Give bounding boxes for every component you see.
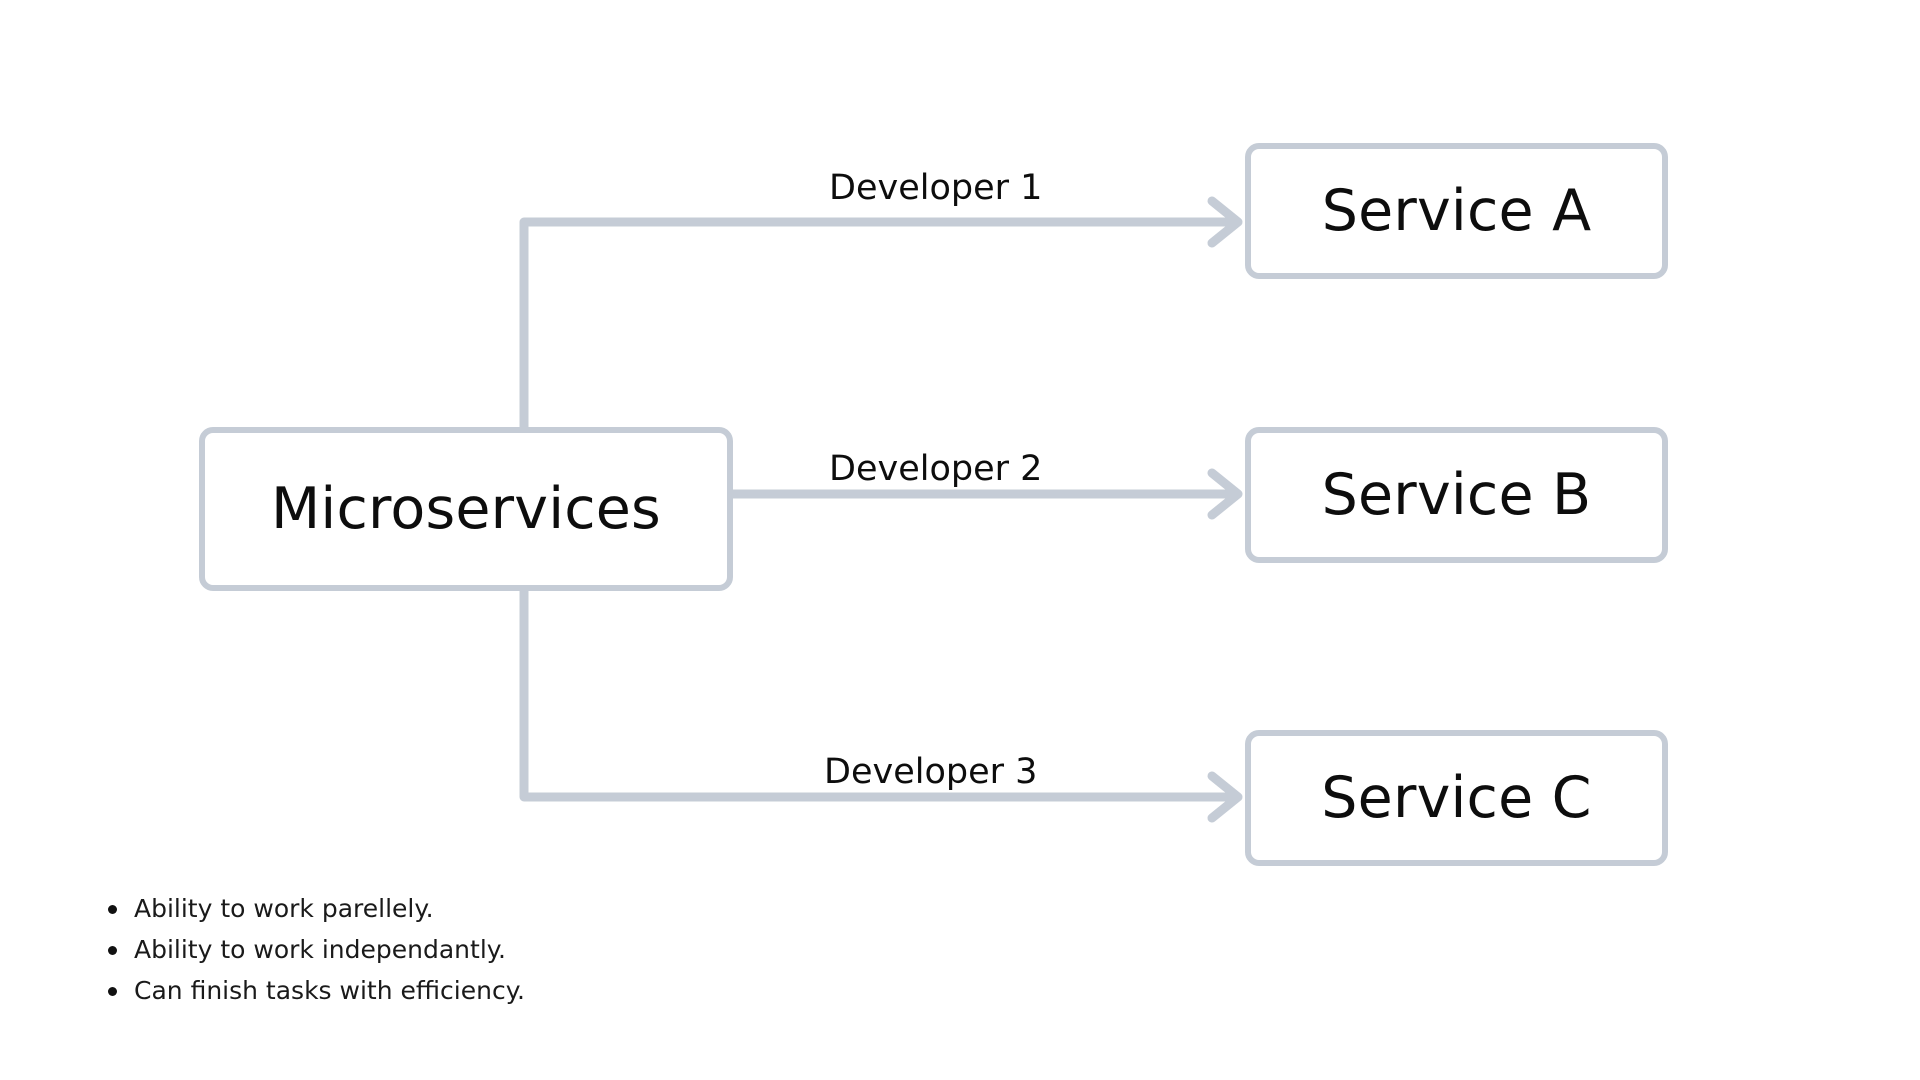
- list-item: Ability to work parellely.: [108, 888, 525, 929]
- node-service-b-label: Service B: [1321, 461, 1592, 528]
- notes-bullet-list: Ability to work parellely. Ability to wo…: [96, 888, 525, 1011]
- list-item: Can finish tasks with efficiency.: [108, 970, 525, 1011]
- edge-label-developer-1: Developer 1: [829, 168, 1043, 208]
- node-microservices[interactable]: Microservices: [199, 427, 733, 591]
- connector-to-service-a: [519, 217, 1237, 427]
- node-microservices-label: Microservices: [271, 475, 661, 542]
- node-service-a[interactable]: Service A: [1245, 143, 1668, 279]
- edge-label-developer-3: Developer 3: [824, 752, 1038, 792]
- node-service-a-label: Service A: [1321, 177, 1592, 244]
- arrowhead-service-a: [1207, 196, 1243, 248]
- list-item: Ability to work independantly.: [108, 929, 525, 970]
- node-service-c[interactable]: Service C: [1245, 730, 1668, 866]
- arrowhead-service-b: [1207, 468, 1243, 520]
- edge-label-developer-2: Developer 2: [829, 449, 1043, 489]
- node-service-c-label: Service C: [1321, 764, 1592, 831]
- node-service-b[interactable]: Service B: [1245, 427, 1668, 563]
- arrowhead-service-c: [1207, 771, 1243, 823]
